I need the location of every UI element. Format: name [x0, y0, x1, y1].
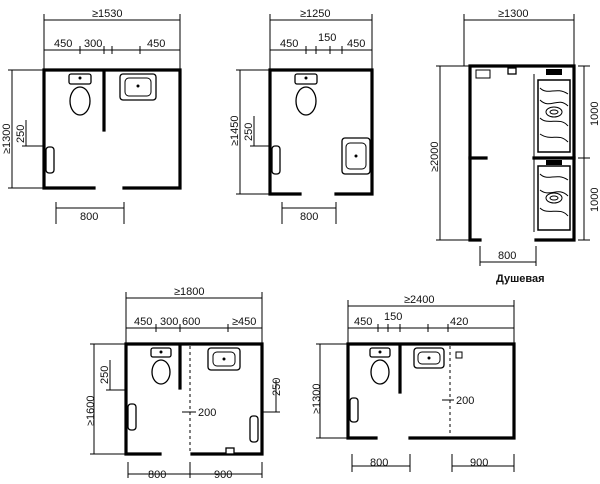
plan4-door-right: 900	[214, 469, 232, 481]
plan3-caption: Душевая	[496, 273, 545, 285]
plan1-depth: ≥1300	[1, 123, 13, 154]
plan1-seg3: 450	[147, 38, 165, 50]
plan3-stall-lower: 1000	[589, 188, 600, 212]
plan5-seg3: 420	[450, 316, 468, 328]
plan1-overall: ≥1530	[92, 8, 123, 20]
plan-3-shower: ≥1300	[429, 8, 600, 285]
toilet-bowl	[151, 359, 171, 385]
plan-2: ≥1250 450 150 450 ≥1450 250 800	[229, 8, 374, 224]
plan2-depth: ≥1450	[229, 115, 241, 146]
plan4-depth: ≥1600	[85, 395, 97, 426]
plan1-seg2: 300	[84, 38, 102, 50]
toilet-bowl	[370, 359, 390, 385]
plan2-seg3: 450	[347, 38, 365, 50]
plan4-door-left: 800	[148, 469, 166, 481]
plan3-overall: ≥1300	[498, 8, 529, 20]
plan2-door: 800	[300, 211, 318, 223]
plan1-seg1: 450	[54, 38, 72, 50]
grab-bar	[349, 397, 359, 423]
plan4-offset-right: 250	[271, 378, 283, 396]
plan2-seg1: 450	[280, 38, 298, 50]
plan4-overall: ≥1800	[174, 286, 205, 298]
plan5-depth: ≥1300	[311, 383, 323, 414]
plan3-door: 800	[498, 250, 516, 262]
toilet-bowl	[69, 86, 91, 116]
plan4-seg3: 600	[182, 316, 200, 328]
plan3-stall-upper: 1000	[589, 102, 600, 126]
plan4-seg2: 300	[160, 316, 178, 328]
plan-1: ≥1530 450 300 450 ≥1300 250 800	[1, 8, 182, 224]
grab-bar	[271, 145, 281, 175]
plan2-overall: ≥1250	[300, 8, 331, 20]
grab-bar	[249, 415, 259, 443]
plan-5: ≥2400 450 150 420 ≥1300 200 800 900	[311, 294, 516, 472]
plan-4: ≥1800 450 300 600 ≥450 ≥1600 250 250 200	[85, 286, 283, 481]
grab-bar	[127, 403, 137, 431]
plan1-offset: 250	[15, 125, 27, 143]
shower-stall-lower	[537, 160, 571, 231]
shower-stall-upper	[537, 69, 571, 153]
plan5-seg2: 150	[384, 311, 402, 323]
plan1-door: 800	[80, 211, 98, 223]
plan5-door-right: 900	[470, 457, 488, 469]
plan4-mid: 200	[198, 407, 216, 419]
plan5-mid: 200	[456, 395, 474, 407]
plan4-seg4: ≥450	[232, 316, 256, 328]
plan5-door-left: 800	[370, 457, 388, 469]
plan4-seg1: 450	[134, 316, 152, 328]
grab-bar	[45, 146, 55, 174]
toilet-bowl	[295, 86, 317, 116]
plan3-depth: ≥2000	[429, 141, 441, 172]
plan5-seg1: 450	[354, 316, 372, 328]
plan2-seg2: 150	[318, 32, 336, 44]
plan5-overall: ≥2400	[404, 294, 435, 306]
plan2-offset: 250	[243, 123, 255, 141]
plan4-offset-left: 250	[99, 366, 111, 384]
